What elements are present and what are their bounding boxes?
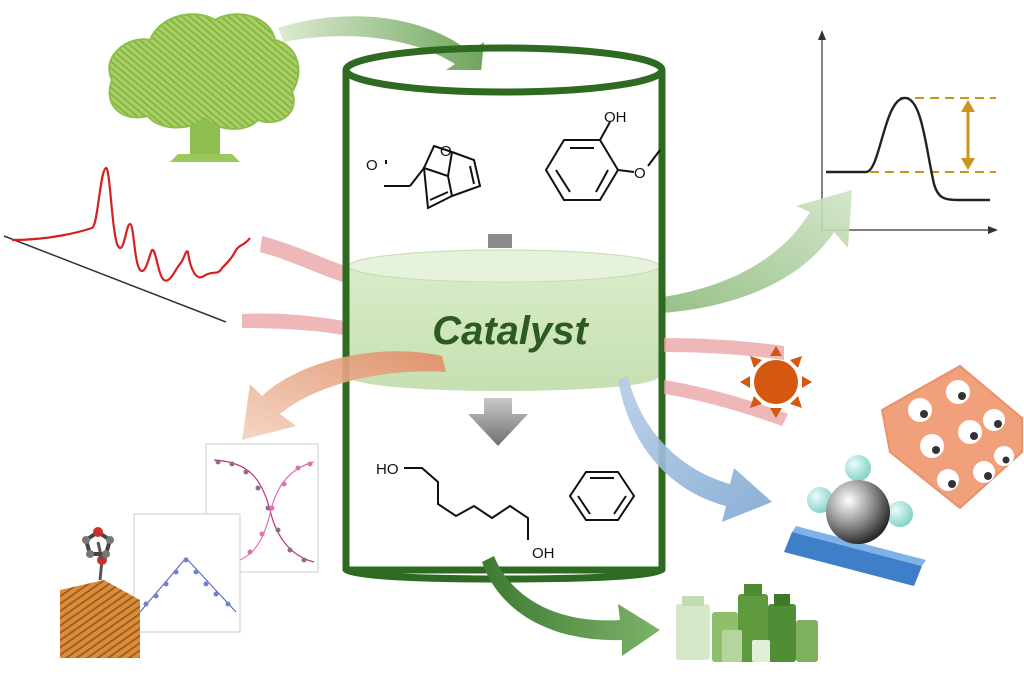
nanoparticle-on-support-icon	[784, 455, 926, 586]
hexanediol-oh-left: HO	[376, 461, 399, 478]
biomass-feed-arrow	[278, 16, 484, 82]
tree-icon	[108, 13, 300, 162]
adsorbed-molecule-surface-icon	[60, 527, 140, 658]
hexanediol-labels: HO OH	[376, 461, 555, 562]
energy-profile-plot-icon	[818, 30, 998, 234]
hexanediol-oh-right: OH	[532, 545, 555, 562]
energy-input-arrows	[664, 338, 788, 426]
furfural-ring-oxygen: O	[440, 143, 452, 160]
kinetics-plots-icon	[133, 443, 319, 633]
catalyst-label: Catalyst	[432, 309, 589, 353]
spectrum-plot-icon	[3, 166, 251, 323]
catalyst-design-arrow	[618, 376, 772, 522]
computation-output-arrow	[640, 190, 852, 314]
kinetics-arrow	[242, 351, 446, 440]
furfural-labels: O O	[366, 143, 452, 174]
flow-down-arrows	[468, 234, 528, 446]
porous-support-icon	[880, 364, 1023, 510]
furfural-structure	[384, 144, 482, 210]
chemical-bottles-icon	[676, 584, 818, 662]
sun-icon	[740, 346, 812, 418]
guaiacol-hydroxyl: OH	[604, 109, 627, 126]
benzene-structure	[568, 471, 636, 521]
guaiacol-methoxy-oxygen: O	[634, 165, 646, 182]
guaiacol-labels: OH O	[604, 109, 646, 182]
product-output-arrow	[482, 556, 660, 656]
guaiacol-structure	[544, 121, 661, 201]
characterization-input-arrows	[242, 236, 352, 336]
furfural-aldehyde-oxygen: O	[366, 157, 378, 174]
hexanediol-structure	[404, 467, 529, 540]
